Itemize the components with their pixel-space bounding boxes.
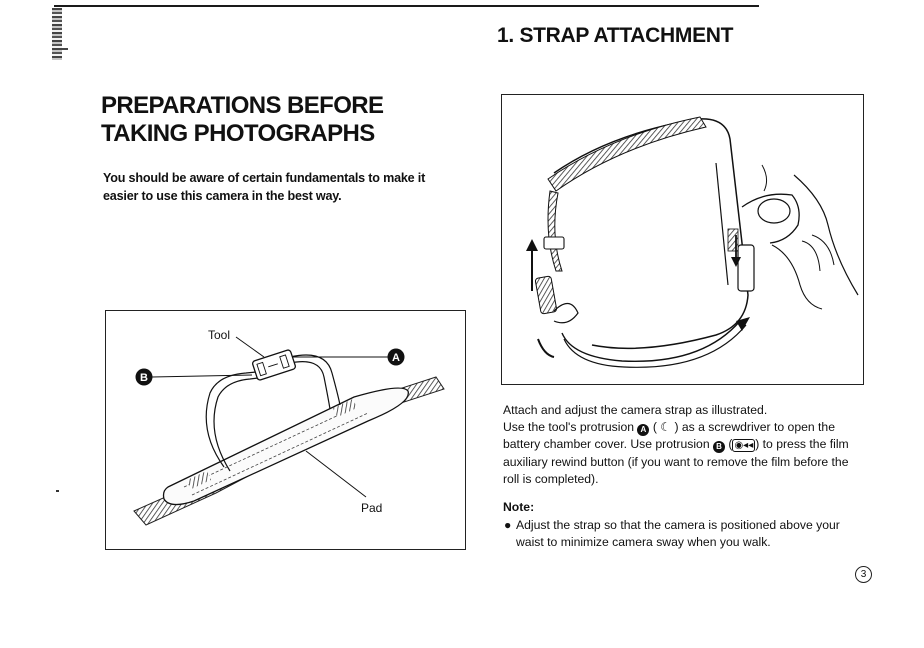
camera-edge xyxy=(761,164,768,192)
arrow-right-head xyxy=(736,317,750,331)
strap-bottom xyxy=(561,320,741,363)
marker-a-circle xyxy=(387,348,405,366)
hand-outline xyxy=(793,174,859,296)
marker-b-circle xyxy=(135,368,153,386)
tool-label: Tool xyxy=(208,328,230,342)
pad-label: Pad xyxy=(361,501,382,515)
top-rule xyxy=(54,5,759,7)
protrusion-b-icon: B xyxy=(713,441,725,454)
instruction-paren: ( xyxy=(652,420,657,435)
pad-stitching xyxy=(183,406,369,496)
strap-attachment-figure xyxy=(501,94,864,385)
scan-speck xyxy=(56,490,59,492)
strap-pad-top xyxy=(547,116,707,192)
tool-leader xyxy=(235,336,265,358)
instruction-line-1: Attach and adjust the camera strap as il… xyxy=(503,403,768,417)
right-strap-end xyxy=(727,228,739,252)
instruction-text-b: ) as a screwdriver to open the battery c… xyxy=(503,420,835,452)
pad-slot-left xyxy=(186,470,212,490)
camera-lens xyxy=(757,198,791,224)
pad-shape xyxy=(162,387,409,506)
cord-right-inner xyxy=(289,361,331,410)
marker-b-leader xyxy=(151,374,253,378)
page-title-line-1: PREPARATIONS BEFORE xyxy=(101,92,384,119)
hand-outline-lower xyxy=(771,244,823,310)
page-number: 3 xyxy=(855,566,872,583)
note-item: ● Adjust the strap so that the camera is… xyxy=(503,517,863,551)
strap-lug xyxy=(534,275,558,315)
strap-right xyxy=(715,162,729,286)
cord-left xyxy=(205,370,267,468)
instruction-text-c: ) to press the film auxiliary rewind but… xyxy=(503,437,849,486)
cord-left-inner xyxy=(213,376,267,472)
note-label: Note: xyxy=(503,500,535,514)
arrow-up-head xyxy=(526,239,538,251)
strap-bottom-inner xyxy=(563,324,747,368)
marker-b-text: B xyxy=(140,372,148,384)
arrow-down-head xyxy=(731,257,741,267)
strap-buckle xyxy=(543,236,565,250)
arrow-curve xyxy=(537,338,555,358)
instruction-paren-2: ( xyxy=(728,437,733,452)
lug-ring xyxy=(553,302,579,324)
right-clip xyxy=(737,244,755,292)
finger-lines xyxy=(801,234,835,272)
frame-outline xyxy=(553,118,749,350)
strap-tool-illustration: Tool Pad A B xyxy=(133,328,445,526)
protrusion-a-icon: A xyxy=(637,424,650,437)
section-title: 1. STRAP ATTACHMENT xyxy=(497,24,734,47)
strap-left xyxy=(547,190,563,272)
marker-a-text: A xyxy=(392,352,400,364)
instruction-text-a: Use the tool's protrusion xyxy=(503,420,635,435)
binding-edge-mark xyxy=(52,8,62,60)
strap-tool-figure: Tool Pad A B xyxy=(105,310,466,550)
pad-slot-right xyxy=(332,398,358,418)
rewind-button-icon: ◉◂◂ xyxy=(732,439,756,453)
strap-attachment-illustration xyxy=(526,116,859,368)
cord-right xyxy=(289,354,341,406)
screwdriver-symbol-icon: ☾ xyxy=(660,420,672,435)
intro-text: You should be aware of certain fundament… xyxy=(103,171,426,203)
page-title-line-2: TAKING PHOTOGRAPHS xyxy=(101,120,375,147)
pad-leader xyxy=(305,450,367,498)
instructions-text: Attach and adjust the camera strap as il… xyxy=(503,402,863,488)
tool-shape xyxy=(252,349,296,381)
instruction-paragraph-2: Use the tool's protrusion A ( ☾ ) as a s… xyxy=(503,419,863,488)
note-text: Adjust the strap so that the camera is p… xyxy=(516,518,840,550)
binding-edge-tick xyxy=(62,48,68,50)
page-title: PREPARATIONS BEFORE TAKING PHOTOGRAPHS xyxy=(101,92,384,148)
bullet-icon: ● xyxy=(504,518,512,532)
